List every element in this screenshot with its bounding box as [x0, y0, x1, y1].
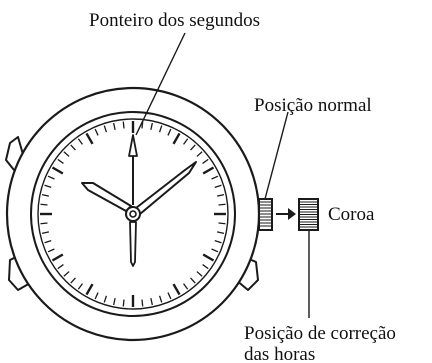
minute-marker	[122, 121, 125, 129]
minute-marker	[44, 184, 52, 189]
minute-ticks	[40, 121, 226, 307]
minute-marker	[70, 277, 76, 284]
label-time-setting-line1: Posição de correção	[244, 323, 396, 344]
crown-pulled-ridges	[299, 201, 318, 228]
minute-marker	[211, 175, 219, 180]
minute-marker	[40, 222, 48, 225]
hour-marker	[202, 166, 215, 175]
second-hand-tail	[129, 221, 137, 267]
crown-normal-ridges	[259, 201, 272, 227]
minute-marker	[122, 299, 125, 307]
label-time-setting-line2: das horas	[244, 344, 315, 363]
hour-marker	[51, 253, 64, 262]
minute-marker	[190, 144, 196, 151]
pull-arrow-head	[288, 208, 296, 220]
hour-marker	[85, 283, 94, 296]
label-second-hand: Ponteiro dos segundos	[89, 10, 260, 31]
minute-marker	[214, 239, 222, 244]
minute-marker	[183, 283, 189, 290]
minute-marker	[202, 264, 209, 270]
minute-marker	[167, 292, 172, 300]
leader-second-hand	[135, 32, 186, 136]
minute-marker	[47, 248, 55, 253]
minute-marker	[216, 231, 225, 234]
label-normal-position: Posição normal	[254, 95, 372, 116]
minute-marker	[41, 231, 50, 234]
minute-marker	[94, 128, 99, 136]
minute-marker	[47, 175, 55, 180]
hour-marker	[172, 132, 181, 145]
minute-marker	[41, 194, 50, 197]
minute-marker	[77, 283, 83, 290]
minute-marker	[196, 271, 203, 277]
minute-marker	[211, 248, 219, 253]
label-crown: Coroa	[328, 204, 375, 225]
minute-marker	[196, 151, 203, 157]
minute-marker	[202, 158, 209, 164]
minute-marker	[63, 271, 70, 277]
minute-marker	[190, 277, 196, 284]
hour-marker	[202, 253, 215, 262]
watch-dial-ring	[37, 118, 229, 310]
minute-marker	[70, 144, 76, 151]
minute-marker	[216, 194, 225, 197]
minute-marker	[94, 292, 99, 300]
minute-marker	[183, 138, 189, 145]
minute-marker	[113, 297, 116, 306]
minute-marker	[218, 203, 226, 206]
minute-marker	[167, 128, 172, 136]
minute-marker	[77, 138, 83, 145]
minute-marker	[218, 222, 226, 225]
minute-marker	[40, 203, 48, 206]
hour-marker	[51, 166, 64, 175]
minute-marker	[57, 264, 64, 270]
minute-marker	[44, 239, 52, 244]
minute-marker	[141, 299, 144, 307]
minute-marker	[214, 184, 222, 189]
hour-marker	[172, 283, 181, 296]
minute-marker	[150, 297, 153, 306]
minute-marker	[150, 122, 153, 131]
minute-marker	[158, 125, 163, 133]
hour-marker	[85, 132, 94, 145]
minute-marker	[103, 295, 108, 303]
minute-marker	[158, 295, 163, 303]
minute-marker	[113, 122, 116, 131]
minute-marker	[103, 125, 108, 133]
minute-marker	[57, 158, 64, 164]
minute-marker	[63, 151, 70, 157]
leader-normal-position	[264, 111, 289, 200]
center-pin-inner	[129, 210, 137, 218]
